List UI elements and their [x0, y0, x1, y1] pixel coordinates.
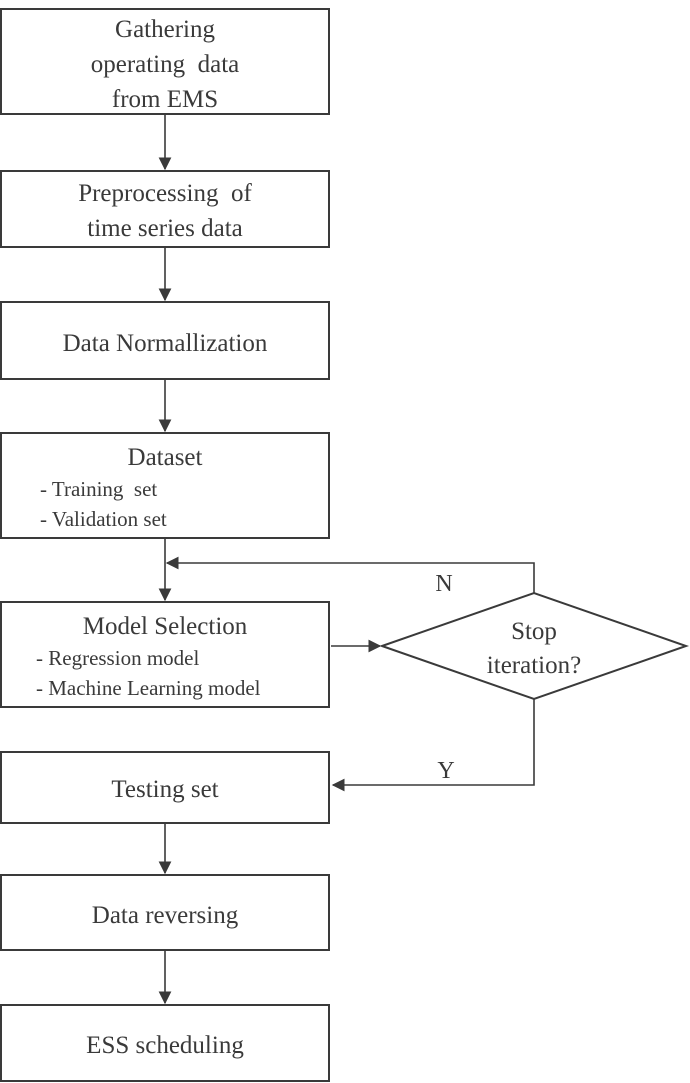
decision-yes-label: Y: [437, 758, 454, 784]
step-gather-line-3: from EMS: [112, 86, 218, 113]
arrow-decision-no-loop: [165, 556, 535, 593]
step-dataset-item-2: - Validation set: [40, 507, 167, 531]
step-preprocess-line-2: time series data: [87, 215, 243, 242]
arrow-decision-yes: [331, 699, 535, 792]
step-ess-label: ESS scheduling: [86, 1032, 244, 1059]
step-gather-line-1: Gathering: [115, 16, 215, 43]
step-dataset-item-1: - Training set: [40, 477, 157, 501]
step-model-selection-title: Model Selection: [83, 613, 248, 640]
step-model-selection-item-1: - Regression model: [36, 646, 199, 670]
step-model-selection-item-2: - Machine Learning model: [36, 676, 261, 700]
step-normalize-box: Data Normallization: [0, 301, 330, 380]
step-dataset-title: Dataset: [128, 444, 203, 471]
step-model-selection-box: Model Selection - Regression model - Mac…: [0, 601, 330, 708]
decision-no-label: N: [435, 571, 452, 597]
decision-line-2: iteration?: [487, 652, 581, 679]
step-testing-box: Testing set: [0, 751, 330, 824]
step-reversing-label: Data reversing: [92, 902, 239, 929]
step-gather-box: Gathering operating data from EMS: [0, 8, 330, 115]
step-testing-label: Testing set: [111, 776, 218, 803]
step-ess-box: ESS scheduling: [0, 1004, 330, 1082]
decision-stop-iteration: Stop iteration?: [378, 591, 690, 701]
step-preprocess-box: Preprocessing of time series data: [0, 170, 330, 248]
step-dataset-box: Dataset - Training set - Validation set: [0, 432, 330, 539]
decision-line-1: Stop: [511, 618, 557, 645]
step-reversing-box: Data reversing: [0, 874, 330, 951]
step-preprocess-line-1: Preprocessing of: [78, 180, 252, 207]
step-normalize-label: Data Normallization: [63, 330, 268, 357]
step-gather-line-2: operating data: [91, 51, 240, 78]
